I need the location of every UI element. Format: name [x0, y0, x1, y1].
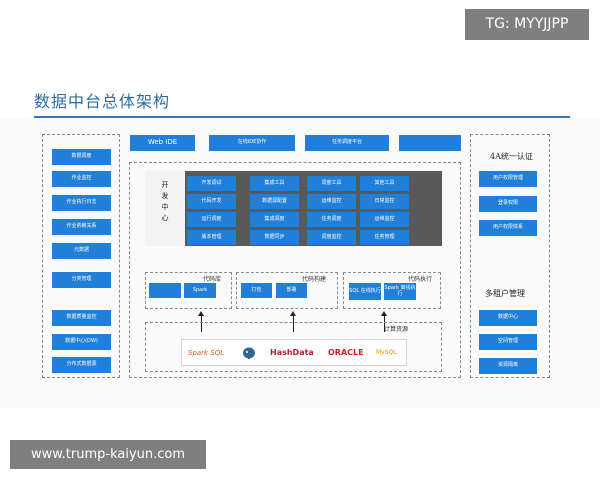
- right-bottom-item: 空间管理: [479, 334, 537, 350]
- watermark-bottom: www.trump-kaiyun.com: [10, 440, 206, 469]
- code-repo-box-1: [149, 283, 181, 298]
- code-repo-panel: [145, 272, 232, 309]
- compute-label: 计算资源: [384, 326, 409, 333]
- right-bottom-item: 数据中心: [479, 310, 537, 326]
- code-build-panel: [236, 272, 338, 309]
- task-platform-box: 任务调度平台: [305, 135, 389, 151]
- arrow-head-2: [290, 311, 296, 316]
- dev-center-cell: 调度监控: [307, 230, 356, 245]
- middle-panel: [129, 162, 461, 378]
- dev-center-label-bg: [145, 171, 185, 246]
- dev-center-cell: 集成调度: [250, 212, 299, 227]
- arrow-line-3: [384, 315, 385, 332]
- hashdata-logo: HashData: [270, 348, 314, 357]
- page-title: 数据中台总体架构: [34, 92, 171, 111]
- left-top-item: 作业依赖关系: [52, 219, 111, 235]
- code-repo-box-2: Spark: [184, 283, 216, 298]
- left-bottom-item: 分布式数据源: [52, 357, 111, 373]
- left-top-item: 元数据: [52, 243, 111, 259]
- title-divider: [34, 116, 570, 118]
- dev-center-cell: 版本管理: [187, 230, 236, 245]
- dev-center-cell: 任务调度: [307, 212, 356, 227]
- auth-heading: 4A统一认证: [490, 152, 533, 161]
- dev-center-cell: 代码开发: [187, 194, 236, 209]
- top-row-box-4: [399, 135, 461, 151]
- right-top-item: 登录权限: [479, 196, 537, 212]
- left-top-item: 作业执行日志: [52, 195, 111, 211]
- right-top-item: 用户权限体系: [479, 220, 537, 236]
- watermark-top: TG: MYYJJPP: [465, 9, 589, 40]
- arrow-head-1: [198, 311, 204, 316]
- dev-center-cell: 集成工具: [250, 176, 299, 191]
- code-exec-box-1: SQL 在线执行: [349, 283, 381, 300]
- left-bottom-item: 数据中心(DW): [52, 334, 111, 350]
- left-bottom-item: 数据质量监控: [52, 310, 111, 326]
- dev-center-cell: 运行调度: [187, 212, 236, 227]
- dev-center-cell: 运维监控: [360, 212, 409, 227]
- code-repo-label: 代码库: [203, 276, 222, 283]
- mysql-logo: MySQL: [376, 349, 397, 356]
- compute-panel: [145, 322, 442, 372]
- right-panel: [470, 134, 550, 378]
- elephant-logo: [242, 345, 256, 359]
- arrow-line-1: [201, 315, 202, 332]
- code-build-box-2: 部署: [276, 283, 307, 298]
- dev-center-label: 开发中心: [161, 181, 169, 222]
- dev-center-cell: 数据同步: [250, 230, 299, 245]
- dev-center-cell: 其他工具: [360, 176, 409, 191]
- code-build-label: 代码构建: [302, 276, 327, 283]
- left-top-item: 分类管理: [52, 272, 111, 288]
- arrow-head-3: [381, 311, 387, 316]
- dev-center-cell: 日常监控: [360, 194, 409, 209]
- right-top-item: 用户权限管理: [479, 171, 537, 187]
- spark-sql-logo: Spark SQL: [188, 349, 225, 357]
- dev-center-cell: 调度工具: [307, 176, 356, 191]
- left-top-item: 作业监控: [52, 171, 111, 187]
- oracle-logo: ORACLE: [328, 348, 364, 357]
- left-panel: [42, 134, 120, 378]
- left-top-item: 数据调度: [52, 149, 111, 165]
- logo-strip: [181, 339, 407, 366]
- code-build-box-1: 打包: [241, 283, 272, 298]
- code-exec-label: 代码执行: [408, 276, 433, 283]
- dev-center-cell: 数据源配置: [250, 194, 299, 209]
- arrow-line-2: [293, 315, 294, 332]
- tenant-heading: 多租户管理: [485, 289, 525, 298]
- dev-center-cell: 任务管理: [360, 230, 409, 245]
- code-exec-panel: [343, 272, 441, 309]
- dev-center-cell: 运维监控: [307, 194, 356, 209]
- dev-center-cell: 开发调试: [187, 176, 236, 191]
- code-exec-box-2: Spark 离线执行: [384, 283, 416, 300]
- right-bottom-item: 资源隔离: [479, 358, 537, 374]
- web-ide-box: Web IDE: [130, 135, 195, 151]
- ide-collab-box: 在线IDE协作: [209, 135, 295, 151]
